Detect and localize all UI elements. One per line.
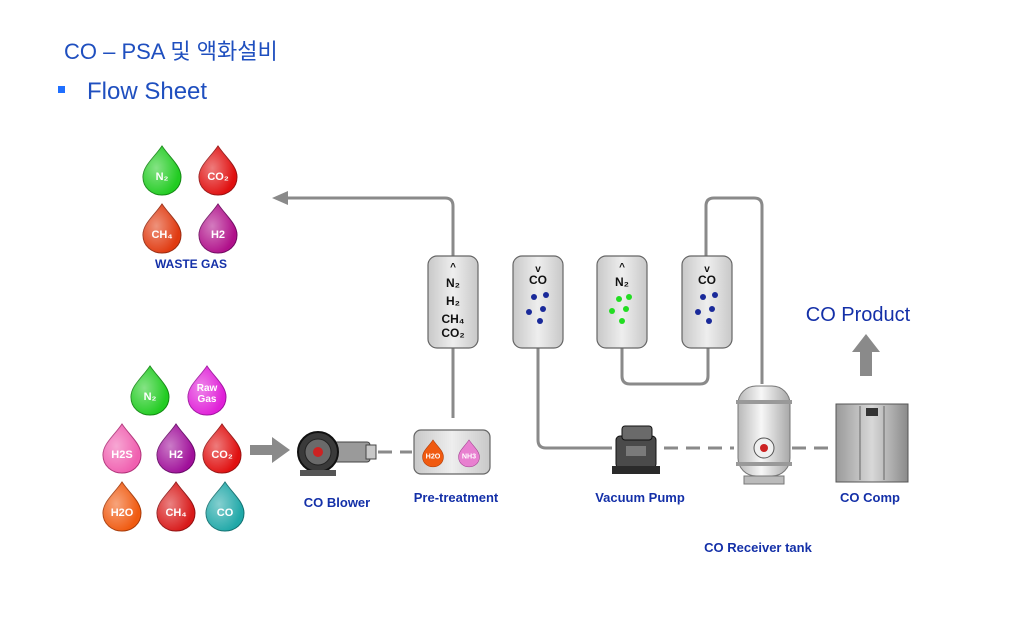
psa-column-1: ^ N₂ H₂ CH₄ CO₂ <box>427 255 479 349</box>
svg-text:N₂: N₂ <box>144 391 157 403</box>
co-blower-icon <box>297 431 377 476</box>
pretreatment-label: Pre-treatment <box>414 490 499 505</box>
svg-text:NH3: NH3 <box>462 453 476 461</box>
waste-gas-label: WASTE GAS <box>155 257 227 271</box>
svg-text:CO: CO <box>698 273 716 287</box>
vacuum-pump-icon <box>612 425 660 474</box>
svg-text:CO₂: CO₂ <box>441 326 464 340</box>
psa-column-4: v CO <box>681 255 733 349</box>
molecule-dots-icon <box>609 294 632 324</box>
raw-drop-h2s: H2S <box>102 423 142 474</box>
raw-drop-ch4: CH₄ <box>156 481 196 532</box>
subtitle-text: Flow Sheet <box>87 78 208 105</box>
svg-text:CO: CO <box>529 273 547 287</box>
svg-text:N₂: N₂ <box>156 171 169 183</box>
raw-drop-co: CO <box>205 481 245 532</box>
raw-drop-co2: CO₂ <box>202 423 242 474</box>
up-caret-icon: ^ <box>619 262 625 273</box>
raw-gas-line-1: Raw <box>197 383 218 394</box>
raw-drop-h2o: H2O <box>102 481 142 532</box>
svg-text:CH₄: CH₄ <box>165 507 186 519</box>
dashed-pipes <box>378 446 834 454</box>
raw-gas-drops: N₂ Raw Gas H2S H2 CO₂ H2O <box>102 365 245 532</box>
co-receiver-label: CO Receiver tank <box>704 540 812 555</box>
raw-drop-h2: H2 <box>156 423 196 474</box>
svg-text:N₂: N₂ <box>615 275 629 289</box>
svg-text:CO₂: CO₂ <box>211 449 233 461</box>
pretreatment-unit: H2O NH3 <box>413 429 491 475</box>
down-caret-icon: v <box>704 264 710 275</box>
waste-drop-n2: N₂ <box>142 145 182 196</box>
svg-text:H2S: H2S <box>111 449 132 461</box>
pretreat-drop-h2o: H2O <box>422 439 444 468</box>
waste-drop-h2: H2 <box>198 203 238 254</box>
svg-text:H2O: H2O <box>111 507 134 519</box>
svg-text:CO: CO <box>217 507 234 519</box>
page-title: CO – PSA 및 액화설비 <box>64 39 278 64</box>
col4-to-receiver-line <box>704 196 764 384</box>
waste-gas-arrow-icon <box>272 191 288 205</box>
co-comp-icon <box>835 403 909 483</box>
waste-drop-co2: CO₂ <box>198 145 238 196</box>
svg-text:CH₄: CH₄ <box>441 312 464 326</box>
co-blower-label: CO Blower <box>304 495 370 510</box>
svg-text:N₂: N₂ <box>446 276 460 290</box>
vacuum-pump-label: Vacuum Pump <box>595 490 685 505</box>
product-arrow-icon <box>852 334 880 376</box>
svg-text:H₂: H₂ <box>446 294 460 308</box>
col3-col4-connector <box>620 348 710 386</box>
co-receiver-tank-icon <box>736 385 792 485</box>
waste-gas-drops: N₂ CO₂ CH₄ H2 WASTE GAS <box>142 145 238 271</box>
svg-text:CO₂: CO₂ <box>207 171 229 183</box>
co-comp-label: CO Comp <box>840 490 900 505</box>
psa-column-3: ^ N₂ <box>596 255 648 349</box>
molecule-dots-icon <box>695 292 718 324</box>
waste-gas-line <box>286 196 455 258</box>
psa-column-2: v CO <box>512 255 564 349</box>
raw-gas-line-2: Gas <box>198 394 217 405</box>
svg-text:H2: H2 <box>169 449 183 461</box>
down-caret-icon: v <box>535 264 541 275</box>
raw-drop-n2: N₂ <box>130 365 170 416</box>
col2-to-vacuum-line <box>536 348 612 450</box>
page-subtitle: Flow Sheet <box>58 78 207 106</box>
svg-text:H2: H2 <box>211 229 225 241</box>
raw-gas-arrow-icon <box>250 437 290 463</box>
svg-text:CH₄: CH₄ <box>151 229 172 241</box>
bullet-icon <box>58 86 65 94</box>
up-caret-icon: ^ <box>450 262 456 273</box>
waste-drop-ch4: CH₄ <box>142 203 182 254</box>
molecule-dots-icon <box>526 292 549 324</box>
svg-text:H2O: H2O <box>426 453 441 461</box>
raw-drop-raw-gas: Raw Gas <box>187 365 227 416</box>
co-product-label: CO Product <box>806 304 911 326</box>
pipes <box>286 196 764 450</box>
pretreat-drop-nh3: NH3 <box>458 439 480 468</box>
